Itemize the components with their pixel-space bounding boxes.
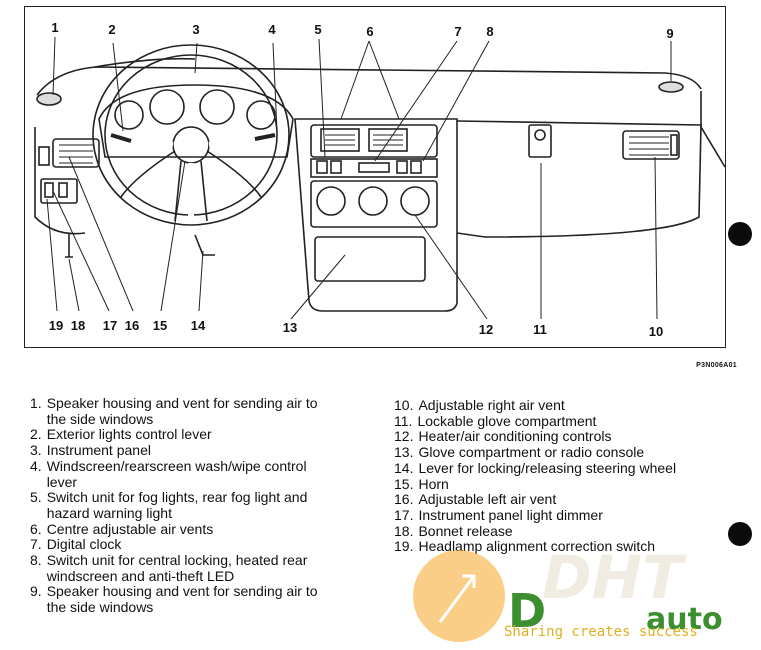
legend-item-number: 4. [30,457,42,474]
legend-item: 3.Instrument panel [30,442,340,459]
legend-item-text: Adjustable right air vent [418,397,565,413]
callout-7: 7 [454,24,462,39]
callout-13: 13 [282,320,298,335]
legend-item-text: Switch unit for central locking, heated … [46,552,308,584]
legend-item-number: 19. [394,538,414,555]
legend-item: 14.Lever for locking/releasing steering … [394,459,724,477]
legend-item: 5.Switch unit for fog lights, rear fog l… [30,489,340,521]
legend-item: 11.Lockable glove compartment [394,412,724,430]
legend-item-number: 7. [30,536,42,553]
legend-item: 1.Speaker housing and vent for sending a… [30,395,340,427]
legend-item-number: 5. [30,489,42,506]
callout-10: 10 [648,324,664,339]
legend-item-text: Adjustable left air vent [418,491,557,508]
legend-item-text: Glove compartment or radio console [418,444,645,461]
legend-item: 18.Bonnet release [394,522,724,540]
watermark-graphic: DHT [413,543,687,642]
legend-item-text: Exterior lights control lever [46,426,212,443]
legend-item-number: 17. [394,506,414,523]
legend-item-number: 1. [30,395,42,411]
legend-item-number: 11. [394,412,413,429]
callout-19: 19 [48,318,64,333]
legend-item-number: 13. [394,444,414,461]
legend-item-number: 15. [394,475,414,492]
legend-item-text: Lockable glove compartment [417,412,597,429]
watermark-brand-d: D [508,584,547,638]
legend-item: 12.Heater/air conditioning controls [394,429,724,445]
legend-item: 4.Windscreen/rearscreen wash/wipe contro… [30,457,340,490]
legend-item-number: 9. [30,583,42,600]
dashboard-figure: 1 2 3 4 5 6 7 8 9 10 11 12 13 14 15 16 1… [24,6,726,348]
callout-1: 1 [51,20,59,35]
legend-item-text: Horn [418,475,449,492]
legend-item-number: 16. [394,491,414,508]
legend-item-text: Windscreen/rearscreen wash/wipe control … [46,457,307,490]
legend-item-number: 12. [394,428,414,445]
watermark-logo: DHT D auto Sharing creates success [412,543,761,645]
dashboard-drawing [34,36,725,320]
legend-item-number: 18. [394,522,414,539]
legend-item: 13.Glove compartment or radio console [394,444,724,461]
legend-item-text: Speaker housing and vent for sending air… [46,583,318,616]
legend-item-number: 6. [30,520,42,537]
callout-3: 3 [192,22,200,37]
legend-item: 7.Digital clock [30,537,340,553]
callout-4: 4 [268,22,276,37]
legend-item-text: Instrument panel light dimmer [418,506,603,523]
callout-18: 18 [70,318,86,333]
binder-dot-top [728,222,752,246]
callout-5: 5 [314,22,322,37]
callout-15: 15 [152,318,168,333]
legend-item-text: Instrument panel [46,442,151,459]
legend-item: 6.Centre adjustable air vents [30,520,340,538]
legend-item-text: Centre adjustable air vents [46,520,214,537]
callout-17: 17 [102,318,118,333]
callout-2: 2 [108,22,116,37]
watermark-slogan: Sharing creates success [504,624,698,640]
legend-item-text: Headlamp alignment correction switch [418,538,656,555]
callout-9: 9 [666,26,674,41]
legend-item: 2.Exterior lights control lever [30,427,340,443]
callout-6: 6 [366,24,374,39]
svg-text:DHT: DHT [542,546,687,613]
legend-item-text: Digital clock [46,536,122,553]
legend-item-text: Lever for locking/releasing steering whe… [418,459,677,476]
legend-item-number: 10. [394,397,414,413]
legend-left-list: 1.Speaker housing and vent for sending a… [30,395,340,616]
legend-item: 9.Speaker housing and vent for sending a… [30,583,340,616]
callout-8: 8 [486,24,494,39]
legend-item-text: Speaker housing and vent for sending air… [46,395,318,427]
legend-item: 19.Headlamp alignment correction switch [394,539,724,555]
legend-item: 17.Instrument panel light dimmer [394,506,724,524]
legend-item: 15.Horn [394,475,724,493]
watermark-brand-auto: auto [646,602,723,637]
callout-16: 16 [124,318,140,333]
legend-item-number: 14. [394,459,414,476]
legend-item: 10.Adjustable right air vent [394,397,724,414]
callout-12: 12 [478,322,494,337]
callout-14: 14 [190,318,206,333]
legend-item: 8.Switch unit for central locking, heate… [30,552,340,584]
legend-item-number: 3. [30,442,42,459]
legend-item: 16.Adjustable left air vent [394,492,724,508]
legend-item-text: Switch unit for fog lights, rear fog lig… [46,489,308,521]
binder-dot-bottom [728,522,752,546]
callout-11: 11 [533,322,547,337]
legend-item-text: Heater/air conditioning controls [418,428,612,445]
figure-code: P3N006A01 [696,362,737,369]
legend-item-text: Bonnet release [418,522,513,539]
legend-item-number: 8. [30,552,42,569]
legend-item-number: 2. [30,426,42,443]
